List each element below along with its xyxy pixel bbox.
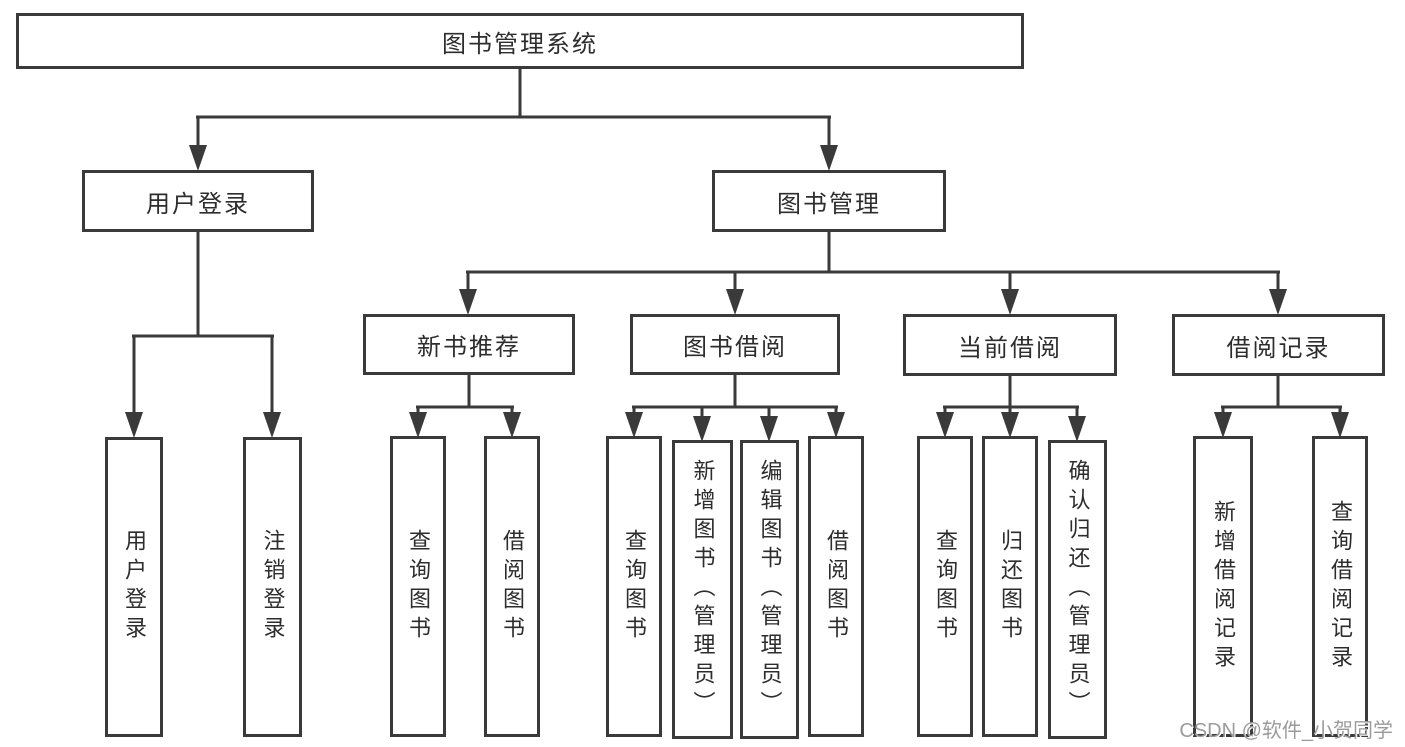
leaf-add-books-admin-label: 新增图书（管理员） (690, 459, 716, 720)
leaf-query-borrow-record-label: 查询借阅记录 (1328, 499, 1353, 674)
leaf-borrow-books-recommend-label: 借阅图书 (500, 528, 525, 645)
leaf-query-books-borrowing-label: 查询图书 (622, 528, 647, 645)
csdn-watermark: CSDN @软件_小贺同学 (1179, 720, 1393, 742)
node-current-borrowing-label: 当前借阅 (958, 334, 1062, 362)
leaf-confirm-return-admin: 确认归还（管理员） (1048, 440, 1107, 739)
leaf-borrow-books-recommend: 借阅图书 (484, 436, 540, 737)
node-borrow-records: 借阅记录 (1172, 314, 1385, 376)
leaf-user-login: 用户登录 (105, 437, 163, 737)
leaf-query-books-recommend: 查询图书 (390, 436, 446, 737)
leaf-query-books-recommend-label: 查询图书 (406, 528, 431, 645)
leaf-return-books-label: 归还图书 (998, 528, 1023, 645)
node-book-management-label: 图书管理 (777, 190, 881, 218)
leaf-add-borrow-record: 新增借阅记录 (1193, 436, 1253, 737)
node-current-borrowing: 当前借阅 (903, 314, 1117, 376)
leaf-borrow-books-borrowing: 借阅图书 (808, 436, 864, 737)
leaf-logout: 注销登录 (243, 437, 302, 737)
node-book-management: 图书管理 (712, 170, 946, 232)
node-user-login-label: 用户登录 (146, 190, 250, 218)
node-new-book-recommend: 新书推荐 (363, 314, 575, 375)
node-book-borrowing-label: 图书借阅 (683, 334, 787, 361)
leaf-user-login-label: 用户登录 (122, 529, 147, 645)
leaf-query-borrow-record: 查询借阅记录 (1312, 436, 1368, 737)
node-root: 图书管理系统 (16, 13, 1024, 69)
leaf-edit-books-admin-label: 编辑图书（管理员） (757, 459, 783, 720)
leaf-query-books-current-label: 查询图书 (933, 528, 958, 645)
node-new-book-recommend-label: 新书推荐 (417, 334, 521, 361)
node-book-borrowing: 图书借阅 (630, 314, 840, 375)
leaf-confirm-return-admin-label: 确认归还（管理员） (1065, 459, 1091, 720)
leaf-return-books: 归还图书 (982, 436, 1038, 737)
leaf-add-borrow-record-label: 新增借阅记录 (1211, 499, 1236, 674)
leaf-edit-books-admin: 编辑图书（管理员） (740, 440, 799, 739)
leaf-query-books-borrowing: 查询图书 (606, 436, 662, 737)
leaf-borrow-books-borrowing-label: 借阅图书 (824, 528, 849, 645)
node-user-login: 用户登录 (82, 170, 314, 232)
node-borrow-records-label: 借阅记录 (1226, 334, 1331, 362)
leaf-query-books-current: 查询图书 (917, 436, 973, 737)
arrowheads (125, 145, 1349, 442)
node-root-label: 图书管理系统 (442, 30, 598, 58)
leaf-add-books-admin: 新增图书（管理员） (672, 440, 733, 739)
leaf-logout-label: 注销登录 (260, 529, 286, 645)
